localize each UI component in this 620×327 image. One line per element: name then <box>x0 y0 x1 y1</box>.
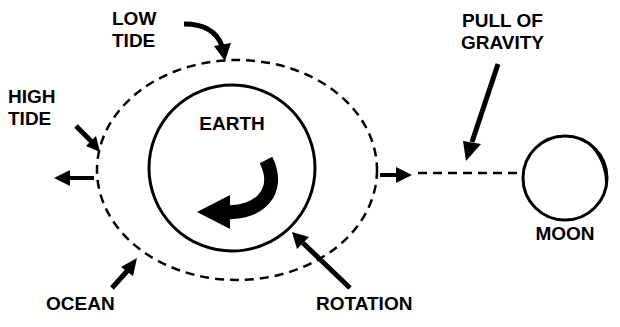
earth-circle <box>149 85 315 251</box>
tide-label: HIGH TIDE <box>8 86 83 130</box>
rotation-arrow <box>197 160 271 229</box>
leader-arrow <box>184 24 231 61</box>
label-text: ROTATION <box>316 293 436 315</box>
ocean-outline <box>97 60 377 280</box>
force-label: PULL OF GRAVITY <box>450 10 555 54</box>
ocean-label: OCEAN <box>46 293 136 315</box>
label-text: OCEAN <box>46 293 136 315</box>
moon-circle <box>523 136 607 220</box>
bulge-arrow <box>54 170 94 186</box>
leader-arrow <box>463 64 498 161</box>
label-text: HIGH TIDE <box>8 86 83 130</box>
node-label: EARTH <box>147 83 317 135</box>
gravity-line <box>315 172 523 175</box>
label-text: LOW TIDE <box>112 8 182 52</box>
earth-outline <box>147 83 317 253</box>
leader-arrow <box>112 258 137 288</box>
bulge-arrow <box>380 167 412 183</box>
node-label: MOON <box>517 223 613 245</box>
leader-arrow <box>76 126 100 152</box>
rotation-label: ROTATION <box>316 293 436 315</box>
leader-arrow <box>292 232 350 288</box>
moon-outline <box>517 133 613 223</box>
moon-node: MOON <box>517 133 613 245</box>
tide-label: LOW TIDE <box>112 8 182 52</box>
moon-shadow <box>586 142 607 192</box>
earth-node: EARTH <box>147 83 317 253</box>
label-text: PULL OF GRAVITY <box>450 10 555 54</box>
